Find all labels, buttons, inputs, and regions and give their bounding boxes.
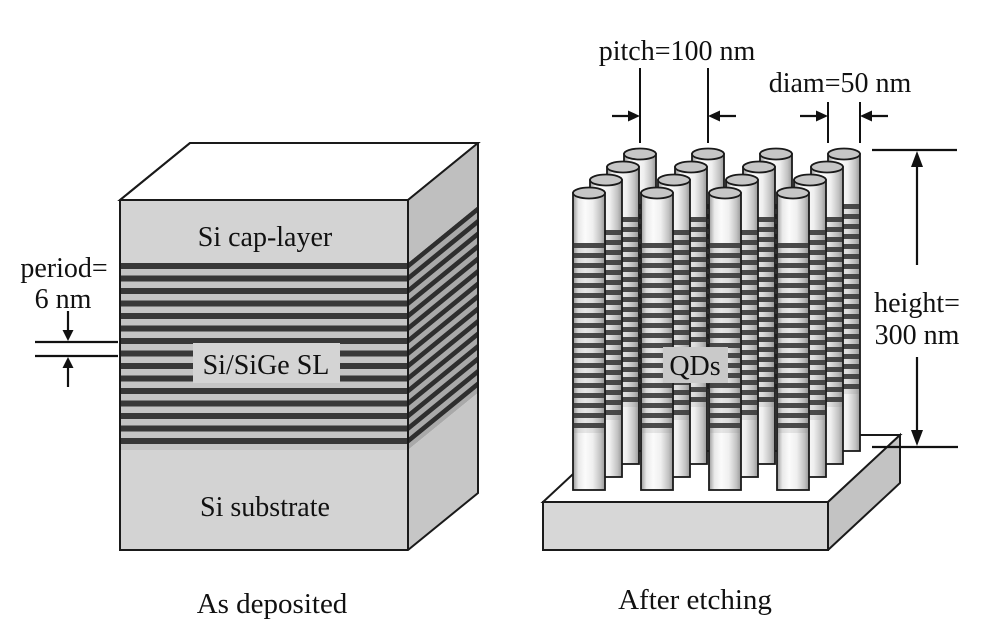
period-down-arrow-icon bbox=[62, 330, 74, 341]
block-side-face bbox=[408, 142, 478, 550]
side-substrate-region bbox=[408, 392, 478, 550]
left-caption: As deposited bbox=[197, 588, 348, 620]
height-label-line2: 300 nm bbox=[875, 320, 960, 351]
cap-layer-label: Si cap-layer bbox=[198, 222, 333, 253]
pillar bbox=[640, 186, 674, 491]
cap-layer-region bbox=[120, 200, 408, 263]
pillar bbox=[572, 186, 606, 491]
diam-label: diam=50 nm bbox=[769, 68, 912, 99]
pitch-label: pitch=100 nm bbox=[599, 36, 756, 67]
period-label-line2: 6 nm bbox=[35, 284, 92, 315]
diam-dimension: diam=50 nm bbox=[769, 68, 912, 143]
period-label-line1: period= bbox=[20, 253, 107, 284]
height-up-arrow-icon bbox=[911, 151, 923, 167]
slab-side-face bbox=[828, 435, 900, 550]
pitch-left-arrow-icon bbox=[708, 110, 720, 122]
pitch-dimension: pitch=100 nm bbox=[599, 36, 756, 143]
height-label-line1: height= bbox=[874, 288, 960, 319]
pillar bbox=[776, 186, 810, 491]
period-up-arrow-icon bbox=[62, 357, 74, 368]
side-cap-region bbox=[408, 142, 478, 263]
diam-right-arrow-icon bbox=[816, 110, 828, 122]
height-dimension: height= 300 nm bbox=[872, 148, 960, 449]
substrate-label: Si substrate bbox=[200, 492, 330, 523]
pitch-right-arrow-icon bbox=[628, 110, 640, 122]
pillar bbox=[708, 186, 742, 491]
after-etching-structure: QDs After etching bbox=[540, 147, 903, 616]
block-outline bbox=[119, 142, 479, 551]
substrate-region bbox=[120, 450, 408, 550]
slab-outline bbox=[542, 432, 901, 551]
period-dimension: period= 6 nm bbox=[20, 253, 118, 387]
slab-front-face bbox=[543, 502, 828, 550]
block-edges bbox=[120, 142, 479, 550]
qds-label-box bbox=[663, 347, 728, 383]
height-down-arrow-icon bbox=[911, 430, 923, 446]
superlattice-label: Si/SiGe SL bbox=[203, 350, 330, 381]
qds-label: QDs bbox=[669, 351, 720, 382]
right-caption: After etching bbox=[618, 584, 772, 616]
side-superlattice-region bbox=[408, 205, 478, 450]
diam-left-arrow-icon bbox=[860, 110, 872, 122]
as-deposited-block: Si cap-layer Si/SiGe SL Si substrate As … bbox=[117, 142, 481, 620]
superlattice-label-box bbox=[193, 343, 340, 383]
